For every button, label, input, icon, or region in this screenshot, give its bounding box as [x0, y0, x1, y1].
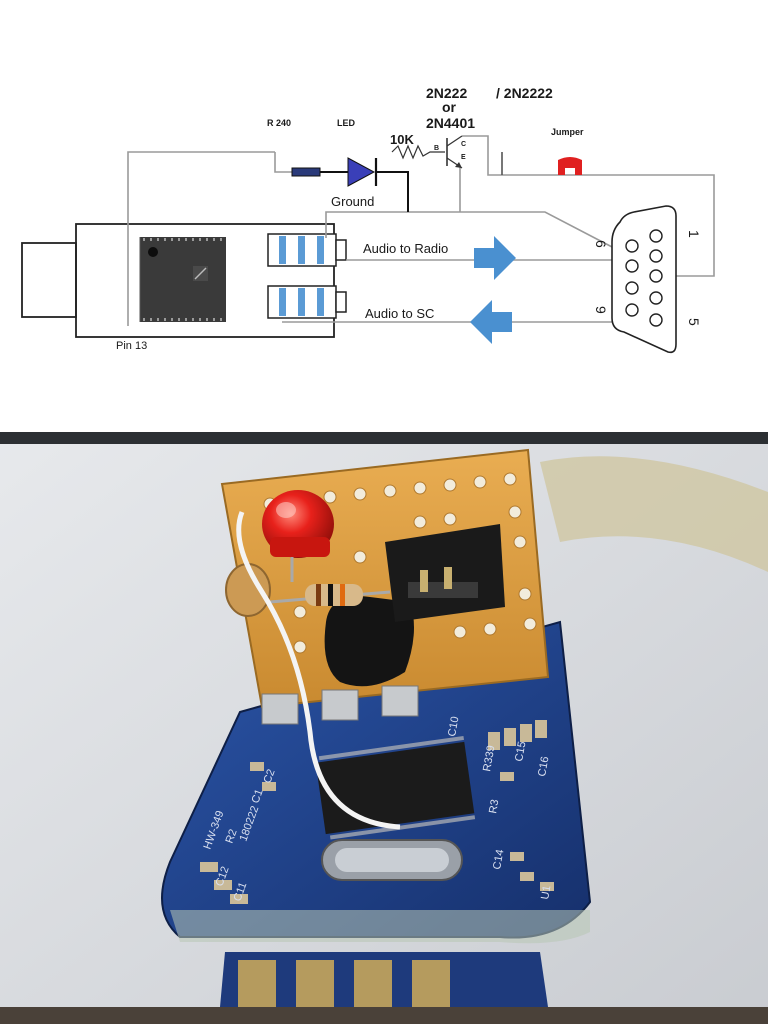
- smd-components: [200, 720, 554, 904]
- pcb-label-c14: C14: [491, 849, 506, 871]
- pcb-label-c1: C1: [250, 788, 266, 805]
- background-cable: [540, 456, 768, 572]
- pcb-label-u1: U1: [539, 885, 553, 901]
- chip-pin1-dot: [148, 247, 158, 257]
- transistor-icon: [446, 135, 463, 169]
- db9-pin5-label: 5: [686, 318, 702, 326]
- led-label: LED: [337, 118, 356, 128]
- audio-to-sc-label: Audio to SC: [365, 306, 434, 321]
- schematic-diagram: 2N222 or 2N4401 / 2N2222 R 240 LED 10K J…: [0, 0, 768, 432]
- pcb-label-r2: R2: [224, 828, 240, 845]
- audio-jack-top: [267, 233, 347, 267]
- jumper-icon: [558, 157, 582, 175]
- resistor-component: [269, 584, 391, 606]
- db9-pin1-label: 1: [686, 230, 702, 238]
- pcb-label-r3: R3: [487, 799, 501, 815]
- transistor-label-line1: 2N222: [426, 85, 467, 101]
- resistor-10k: [391, 144, 445, 160]
- jumper-header: [385, 524, 505, 622]
- wire-collector: [462, 135, 715, 277]
- transistor-label-line2: or: [442, 99, 457, 115]
- pcb-label-r339: R339: [481, 745, 497, 773]
- jumper-label: Jumper: [551, 127, 584, 137]
- wire-pin13: [127, 151, 275, 326]
- pcb-label-c2: C2: [262, 768, 278, 785]
- db9-pin9-label: 9: [593, 306, 609, 314]
- transistor-pin-e: E: [461, 154, 466, 161]
- db9-connector: [611, 205, 677, 354]
- audio-to-radio-label: Audio to Radio: [363, 241, 448, 256]
- pcb-label-c10: C10: [446, 716, 461, 738]
- resistor-r240: [291, 167, 321, 177]
- usb-plug-body: [75, 223, 335, 338]
- pcb-label-c16: C16: [536, 756, 551, 778]
- transistor-pin-c: C: [461, 141, 466, 148]
- pcb-label-c15: C15: [513, 741, 528, 763]
- ground-label: Ground: [331, 194, 374, 209]
- usb-soundcard-chip: [139, 237, 226, 322]
- resistor-r240-label: R 240: [267, 118, 291, 128]
- transistor-pin-b: B: [434, 145, 439, 152]
- white-wire: [236, 511, 401, 830]
- usb-contacts: [220, 952, 548, 1007]
- circuit-photo: HW-349 180222 C1 C2 R2 C12 C11 R3 C10 R3…: [0, 432, 768, 1024]
- transistor-label-line3: 2N4401: [426, 115, 475, 131]
- resistor-10k-label: 10K: [390, 132, 414, 147]
- chip-logo-icon: [193, 266, 208, 281]
- db9-pin6-label: 6: [593, 240, 609, 248]
- arrow-right-icon: [474, 236, 516, 280]
- red-led: [262, 490, 334, 582]
- pin-headers: [261, 685, 419, 725]
- audio-jack-bottom: [267, 285, 347, 319]
- usb-soundcard-pcb: HW-349 180222 C1 C2 R2 C12 C11 R3 C10 R3…: [161, 620, 592, 1007]
- signal-wires: [127, 135, 715, 326]
- usb-plug: [21, 223, 335, 338]
- led-icon: [347, 157, 376, 187]
- transistor-to92: [324, 596, 414, 687]
- usb-audio-chip: [315, 741, 475, 835]
- led-circuit: [291, 157, 409, 212]
- transistor-alt-label: / 2N2222: [496, 85, 553, 101]
- arrow-left-icon: [470, 300, 512, 344]
- wire-emitter: [325, 211, 615, 249]
- pin13-label: Pin 13: [116, 340, 147, 352]
